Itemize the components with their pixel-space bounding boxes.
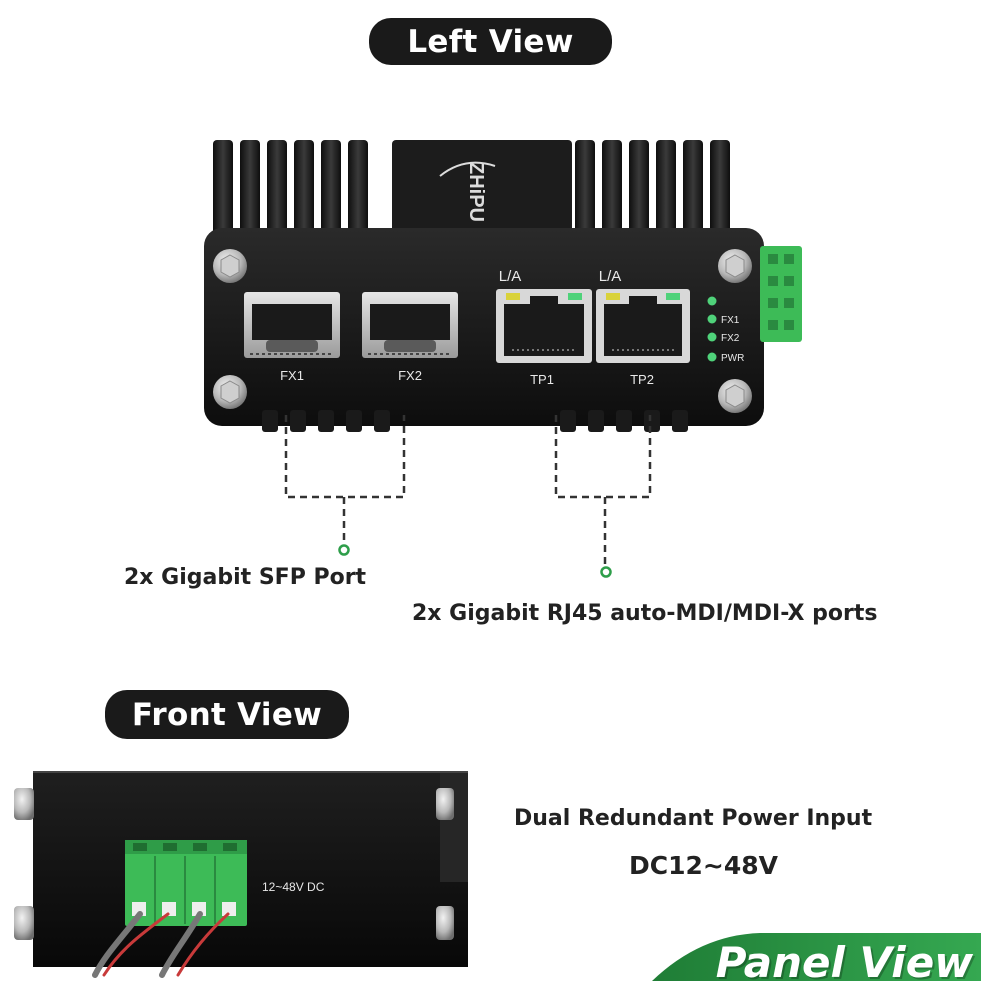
screw-icon xyxy=(718,379,752,413)
front-view-device: 12~48V DC xyxy=(14,771,468,978)
power-wires xyxy=(92,911,230,978)
rj45-port-tp1 xyxy=(496,289,592,363)
screw-icon xyxy=(436,788,454,820)
panel-view-banner xyxy=(652,933,981,981)
led-icon xyxy=(707,332,717,342)
led-icon xyxy=(707,296,717,306)
side-power-terminal xyxy=(760,246,802,342)
screw-icon xyxy=(14,906,34,940)
front-device-body xyxy=(33,772,468,967)
tp2-led-label: L/A xyxy=(599,268,622,285)
status-led-panel: FX1 FX2 PWR xyxy=(707,296,744,364)
rj45-callout-dot xyxy=(600,566,612,578)
sfp1-label: FX1 xyxy=(280,368,304,383)
power-terminal-block xyxy=(125,840,247,926)
sfp-callout-dot xyxy=(338,544,350,556)
screw-icon xyxy=(213,375,247,409)
power-voltage-text: DC12~48V xyxy=(629,851,778,880)
rj45-port-tp2 xyxy=(596,289,690,363)
front-view-title: Front View xyxy=(105,690,349,739)
bottom-heatsink-fins xyxy=(262,410,688,432)
screw-icon xyxy=(718,249,752,283)
led-green-icon xyxy=(666,293,680,300)
device-front-plate xyxy=(204,228,764,426)
sfp-port-fx2 xyxy=(362,292,458,358)
screw-icon xyxy=(14,788,34,820)
left-view-title: Left View xyxy=(369,18,612,65)
led-icon xyxy=(707,352,717,362)
led-label-pwr: PWR xyxy=(721,353,744,364)
led-label-fx2: FX2 xyxy=(721,333,740,344)
rj45-callout-text: 2x Gigabit RJ45 auto-MDI/MDI-X ports xyxy=(412,601,878,626)
sfp-port-fx1 xyxy=(244,292,340,358)
led-label-fx1: FX1 xyxy=(721,315,740,326)
power-rating-label: 12~48V DC xyxy=(262,880,325,894)
tp1-label: TP1 xyxy=(530,372,554,387)
top-heatsink-fins xyxy=(213,140,730,240)
power-input-text: Dual Redundant Power Input xyxy=(514,806,873,831)
panel-view-title: Panel View xyxy=(715,938,973,981)
sfp2-label: FX2 xyxy=(398,368,422,383)
screw-icon xyxy=(436,906,454,940)
brand-logo: ZHiPU xyxy=(465,162,487,222)
left-view-device: ZHiPU xyxy=(204,140,802,432)
led-yellow-icon xyxy=(506,293,520,300)
sfp-callout-text: 2x Gigabit SFP Port xyxy=(124,565,367,590)
sfp-callout-line xyxy=(284,415,406,545)
rj45-callout-line xyxy=(554,415,652,567)
tp1-led-label: L/A xyxy=(499,268,522,285)
led-green-icon xyxy=(568,293,582,300)
led-icon xyxy=(707,314,717,324)
tp2-label: TP2 xyxy=(630,372,654,387)
top-center-block xyxy=(392,140,572,244)
logo-swoosh xyxy=(439,161,496,177)
screw-icon xyxy=(213,249,247,283)
led-yellow-icon xyxy=(606,293,620,300)
